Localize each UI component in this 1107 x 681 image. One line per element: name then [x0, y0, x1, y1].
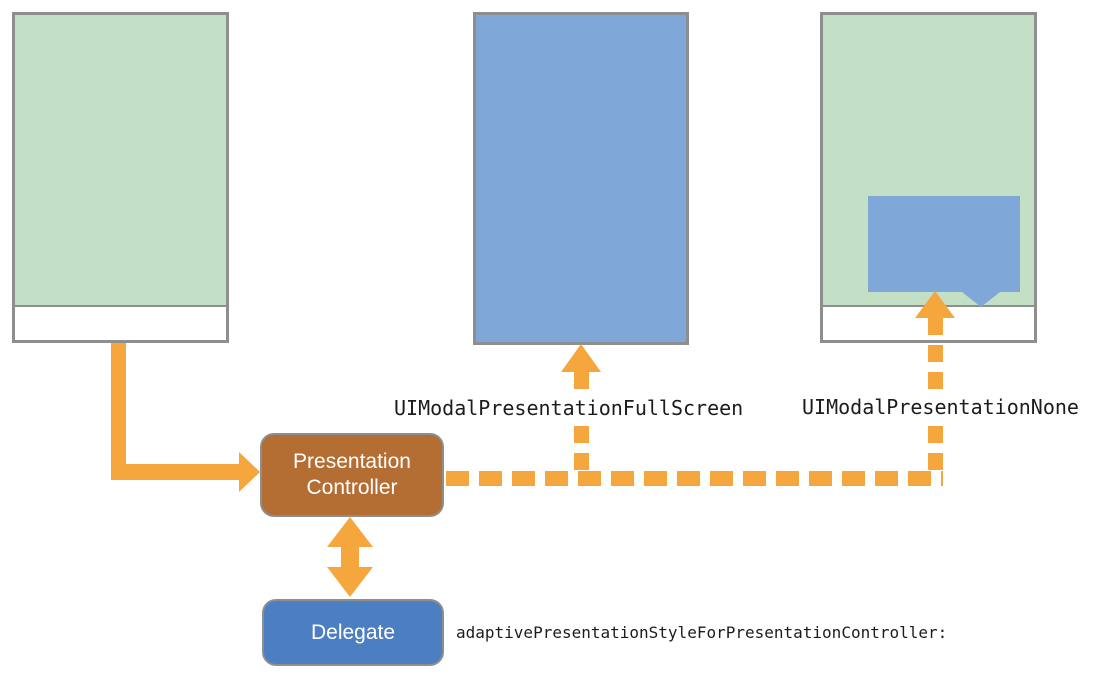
- delegate-label: Delegate: [310, 620, 396, 644]
- fullscreen-arrow-up-head-icon: [561, 344, 601, 372]
- popover: [868, 196, 1020, 292]
- delegate-node: Delegate: [262, 599, 444, 666]
- screen-fullscreen-presentation: [473, 12, 689, 345]
- presentation-controller-node: Presentation Controller: [260, 433, 444, 517]
- dashed-connector-fullscreen: [574, 372, 589, 473]
- label-adaptive-presentation-method: adaptivePresentationStyleForPresentation…: [454, 622, 950, 643]
- double-arrow-up-head-icon: [327, 517, 373, 547]
- solid-arrow-right-head-icon: [239, 452, 260, 492]
- presentation-controller-label-line1: Presentation: [293, 450, 411, 473]
- solid-arrow-horizontal-segment: [111, 464, 239, 480]
- double-arrow-down-head-icon: [327, 567, 373, 597]
- popover-arrow-up-head-icon: [915, 291, 955, 318]
- popover-arrow-icon: [962, 292, 1000, 307]
- dashed-connector-horizontal: [446, 471, 943, 486]
- screen-original: [12, 12, 229, 343]
- solid-arrow-vertical-segment: [111, 343, 126, 480]
- presentation-controller-label-line2: Controller: [306, 476, 398, 499]
- label-uimodalpresentationnone: UIModalPresentationNone: [800, 394, 1081, 420]
- screen-original-bottom-bar: [15, 307, 226, 340]
- label-uimodalpresentationfullscreen: UIModalPresentationFullScreen: [392, 395, 746, 421]
- screen-popover-presentation: [820, 12, 1037, 343]
- screen-original-content: [15, 15, 226, 307]
